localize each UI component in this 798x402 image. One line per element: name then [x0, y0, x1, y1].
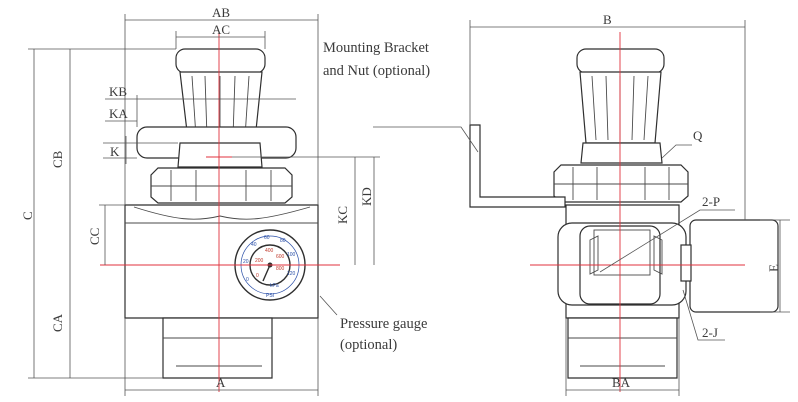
label-c: C	[20, 211, 35, 220]
label-a: A	[216, 375, 226, 390]
side-dimensions: B Mounting Bracket and Nut (optional) Q …	[323, 12, 790, 396]
label-ka: KA	[109, 106, 128, 121]
front-view: 0 20 40 60 80 100 120 0 200 400 600 800 …	[100, 32, 340, 392]
gauge-outer-80: 80	[280, 238, 286, 244]
gauge-outer-20: 20	[243, 259, 249, 265]
label-b: B	[603, 12, 612, 27]
gauge-inner-0: 0	[256, 273, 259, 279]
mounting-bracket-side	[469, 124, 566, 208]
gauge-unit-psi: PSI	[266, 293, 274, 299]
side-view	[469, 32, 779, 392]
label-cb: CB	[50, 150, 65, 168]
front-dimensions: AB AC KB KA K C CB CA CC KC	[20, 5, 427, 396]
gauge-outer-0: 0	[246, 277, 249, 283]
label-cc: CC	[87, 228, 102, 245]
label-ac: AC	[212, 22, 230, 37]
bonnet-side	[553, 164, 689, 203]
mounting-bracket-note-line2: and Nut (optional)	[323, 63, 430, 79]
label-2j: 2-J	[702, 325, 718, 340]
label-e: E	[766, 264, 781, 272]
label-kc: KC	[335, 206, 350, 224]
label-ab: AB	[212, 5, 230, 20]
gauge-outer-60: 60	[264, 235, 270, 241]
adjust-knob-front	[175, 48, 266, 141]
gauge-unit-kpa: kPa	[270, 283, 279, 289]
panel-nut-side	[580, 142, 663, 164]
panel-nut-front	[177, 142, 263, 168]
label-kd: KD	[359, 187, 374, 206]
label-kb: KB	[109, 84, 127, 99]
gauge-inner-200: 200	[255, 258, 264, 264]
bottom-boss-front	[162, 317, 273, 379]
label-ba: BA	[612, 375, 631, 390]
bottom-boss-side	[567, 317, 678, 379]
gauge-inner-400: 400	[265, 248, 274, 254]
label-q: Q	[693, 128, 703, 143]
label-2p: 2-P	[702, 194, 720, 209]
pressure-gauge-note-line2: (optional)	[340, 337, 397, 353]
gauge-outer-40: 40	[251, 242, 257, 248]
gauge-outer-100: 100	[287, 252, 296, 258]
gauge-outer-120: 120	[287, 271, 296, 277]
pressure-gauge-note-line1: Pressure gauge	[340, 316, 427, 332]
gauge-inner-800: 800	[276, 266, 285, 272]
mounting-bracket-note-line1: Mounting Bracket	[323, 40, 429, 56]
gauge-inner-600: 600	[276, 254, 285, 260]
label-k: K	[110, 144, 120, 159]
bonnet-front	[150, 167, 293, 204]
gauge-side	[689, 219, 779, 313]
label-ca: CA	[50, 313, 65, 332]
